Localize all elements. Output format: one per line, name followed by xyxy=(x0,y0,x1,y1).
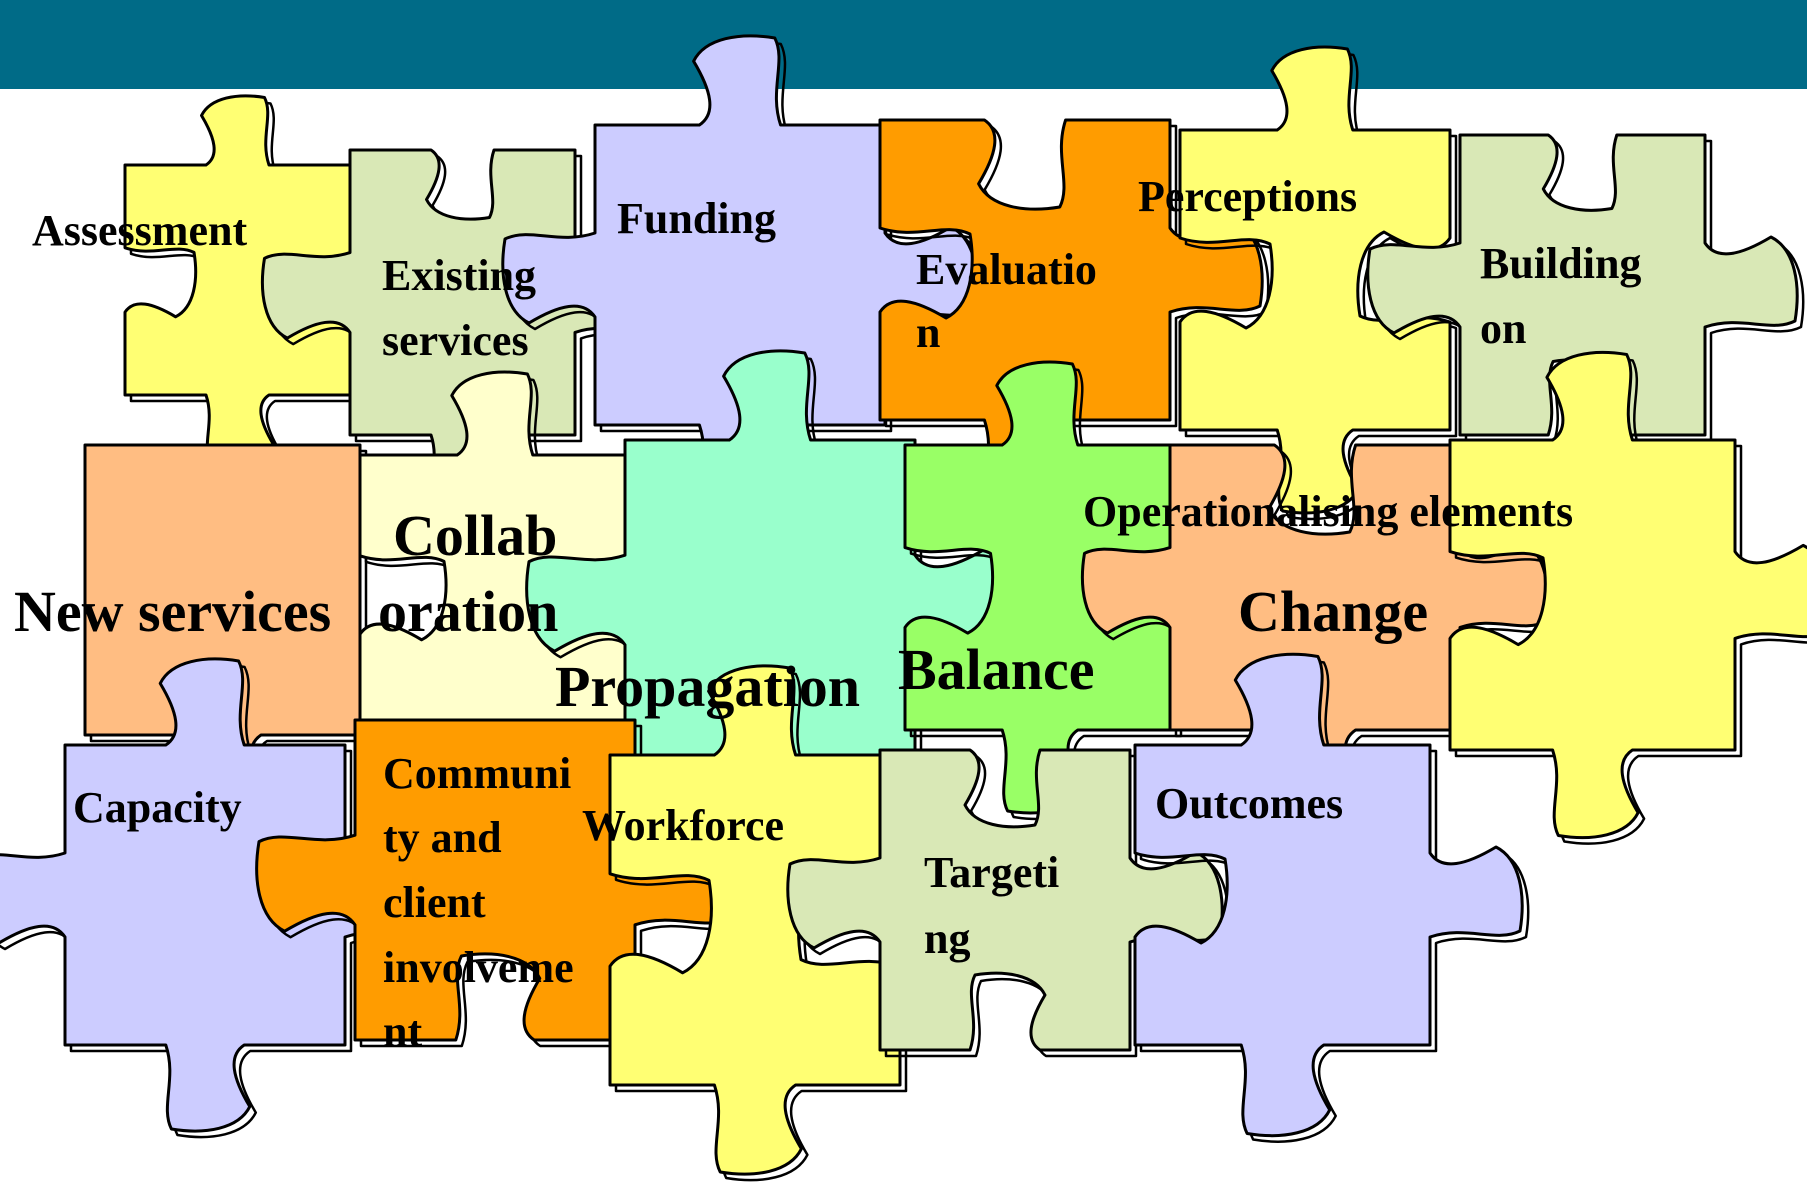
label-capacity: Capacity xyxy=(73,783,242,832)
piece-operationalising xyxy=(1448,350,1807,840)
label-building-on: Building on xyxy=(1480,239,1652,353)
label-targeting: Targeti ng xyxy=(924,848,1070,963)
puzzle-piece-icon xyxy=(0,657,445,1139)
puzzle-piece-icon xyxy=(1448,350,1807,845)
piece-outcomes xyxy=(1133,652,1524,1138)
label-community-client-involvement: Communi ty and client involveme nt xyxy=(383,749,585,1056)
label-assessment: Assessment xyxy=(32,206,247,255)
label-propagation: Propagation xyxy=(555,654,860,719)
label-perceptions: Perceptions xyxy=(1138,172,1357,221)
label-workforce: Workforce xyxy=(582,801,784,850)
puzzle-piece-icon xyxy=(608,664,908,1182)
pieces-layer xyxy=(0,34,1807,1182)
header-bar xyxy=(0,0,1807,89)
labels-layer: Assessment Existing services Funding Eva… xyxy=(14,172,1652,1056)
header-band xyxy=(0,0,1807,89)
piece-building xyxy=(1366,133,1799,437)
label-balance: Balance xyxy=(898,637,1095,702)
label-funding: Funding xyxy=(617,194,776,243)
piece-capacity xyxy=(0,657,439,1133)
piece-shadow-funding xyxy=(507,40,985,522)
puzzle-piece-icon xyxy=(878,118,1270,517)
puzzle-piece-icon xyxy=(786,748,1230,1058)
piece-shadow-capacity xyxy=(0,663,445,1139)
puzzle-piece-icon xyxy=(1133,652,1530,1143)
piece-evaluation xyxy=(878,118,1264,511)
label-collaboration: Collab oration xyxy=(378,503,572,644)
label-outcomes: Outcomes xyxy=(1155,779,1343,828)
piece-targeting xyxy=(786,748,1224,1052)
label-new-services: New services xyxy=(14,579,331,644)
piece-perceptions xyxy=(1178,45,1452,515)
label-existing-services: Existing services xyxy=(382,251,547,365)
puzzle-piece-icon xyxy=(1178,45,1458,521)
label-evaluation: Evaluatio n xyxy=(916,245,1108,357)
label-operationalising-elements: Operationalising elements xyxy=(1083,487,1573,536)
label-change: Change xyxy=(1238,579,1428,644)
piece-workforce xyxy=(608,664,902,1176)
